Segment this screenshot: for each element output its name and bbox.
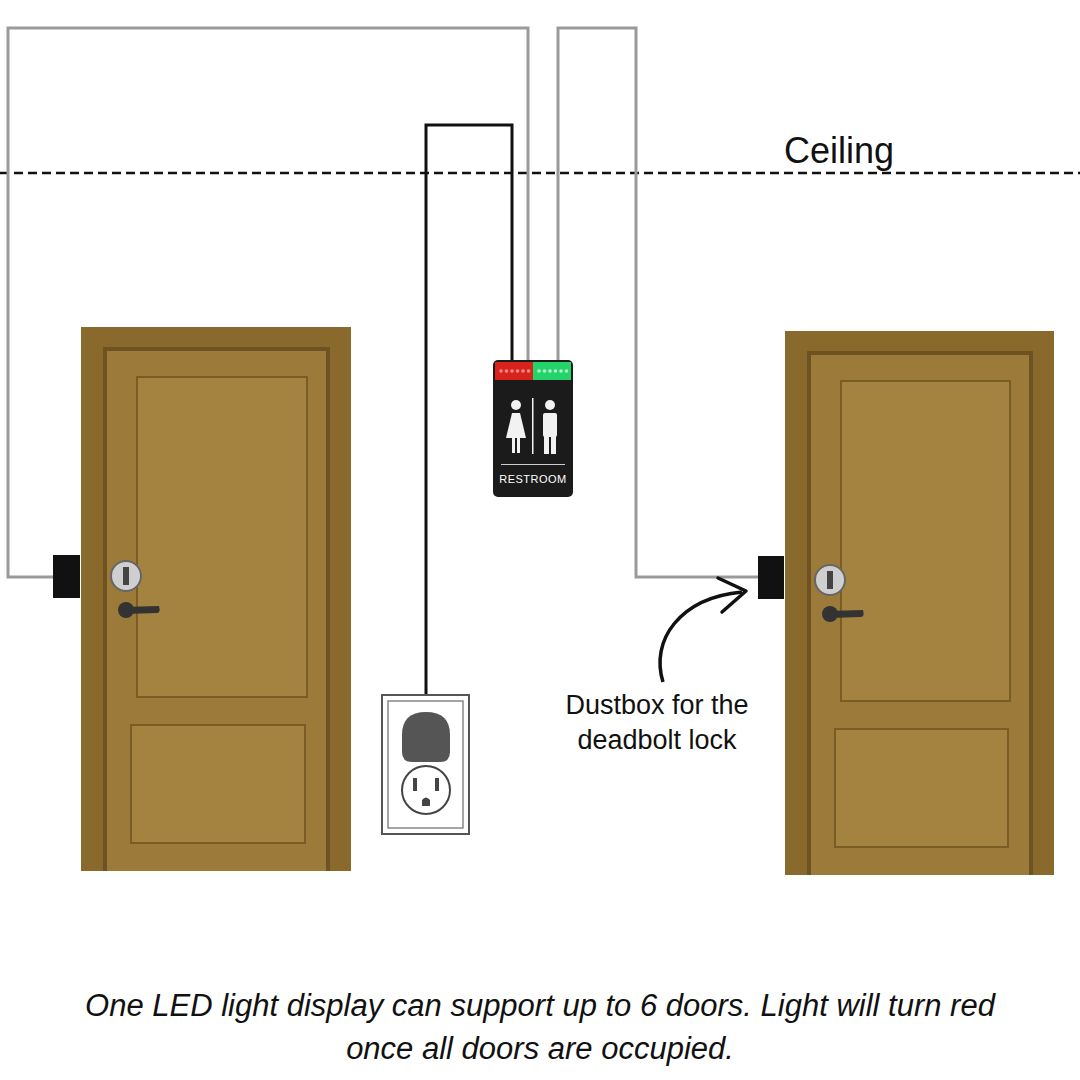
right-door: [785, 331, 1054, 875]
left-door: [81, 327, 351, 871]
dustbox: [53, 555, 80, 598]
caption: One LED light display can support up to …: [60, 984, 1020, 1071]
power-outlet: [382, 695, 469, 834]
ceiling-line: [0, 172, 1080, 175]
ceiling-label: Ceiling: [784, 128, 984, 175]
restroom-sign: RESTROOM: [493, 360, 573, 497]
dustbox: [758, 556, 784, 599]
right-door-wire: [558, 28, 758, 577]
callout-text: Dustbox for the deadbolt lock: [522, 688, 792, 758]
callout-arrowhead: [718, 578, 746, 612]
sign-label: RESTROOM: [493, 473, 573, 485]
